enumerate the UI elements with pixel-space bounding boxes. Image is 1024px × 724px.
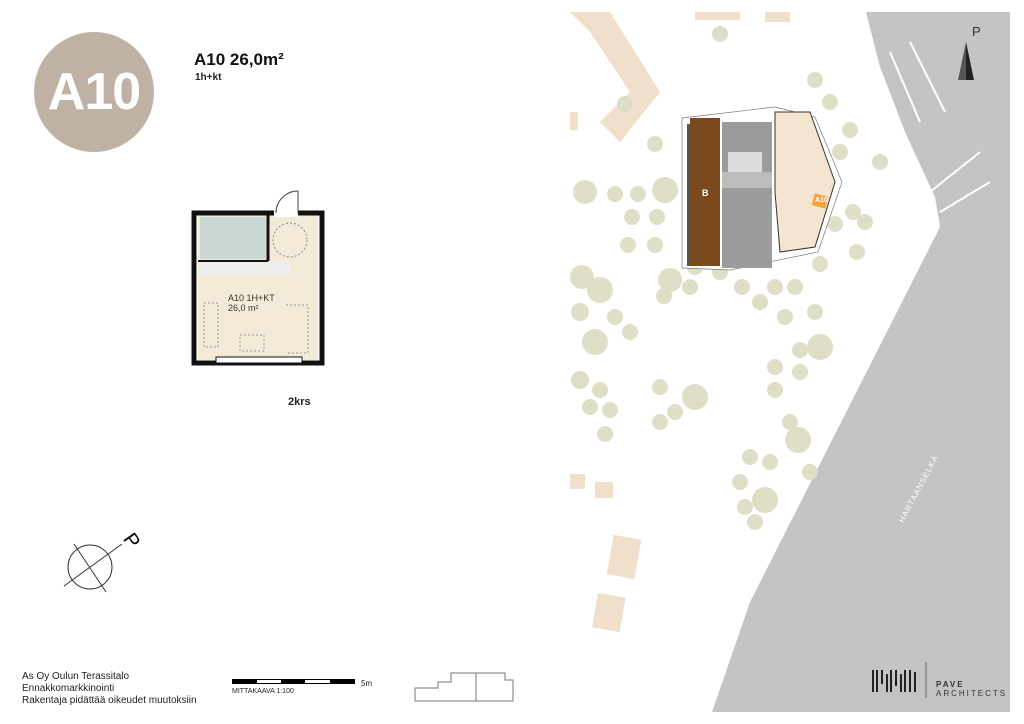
tree (807, 72, 823, 88)
tree (582, 329, 608, 355)
scale-label: MITTAKAAVA 1:100 (232, 688, 294, 695)
compass-north-label: P (118, 530, 144, 553)
apartment-a10-highlight (811, 193, 829, 209)
tree (857, 214, 873, 230)
tree (807, 304, 823, 320)
tree (842, 122, 858, 138)
scale-bar (232, 679, 355, 684)
tree (752, 487, 778, 513)
tree (712, 26, 728, 42)
plan-room-label: A10 1H+KT 26,0 m² (228, 293, 275, 313)
tree (792, 364, 808, 380)
apartment-title: A10 26,0m² (194, 50, 284, 69)
tree (787, 279, 803, 295)
tree (734, 279, 750, 295)
tree (602, 402, 618, 418)
tree (630, 186, 646, 202)
tree (682, 279, 698, 295)
site-map: P (570, 12, 1010, 712)
roads (570, 12, 790, 633)
tree (785, 427, 811, 453)
project-info: As Oy Oulun Terassitalo Ennakkomarkkinoi… (22, 671, 197, 707)
tree (656, 288, 672, 304)
tree (652, 177, 678, 203)
pave-logo-icon (872, 662, 927, 698)
tree (571, 371, 589, 389)
tree (570, 265, 594, 289)
room-name: A10 1H+KT (228, 293, 275, 303)
floor-label: 2krs (288, 396, 311, 408)
logo-sub: ARCHITECTS (936, 689, 1008, 698)
compass-icon: P (63, 530, 144, 593)
footer-line: Ennakkomarkkinointi (22, 683, 115, 694)
floor-indicator-diagram (414, 672, 514, 702)
tree (767, 279, 783, 295)
tree (802, 464, 818, 480)
tree (827, 216, 843, 232)
tree (607, 309, 623, 325)
piers (889, 41, 991, 213)
room-area: 26,0 m² (228, 303, 259, 313)
tree (652, 414, 668, 430)
building-b (690, 118, 720, 266)
floor-plan (191, 190, 325, 366)
tree (647, 136, 663, 152)
tree (737, 499, 753, 515)
tree (652, 379, 668, 395)
tree (597, 426, 613, 442)
tree (767, 382, 783, 398)
pave-logo-text: PAVE ARCHITECTS (936, 680, 1007, 698)
tree (845, 204, 861, 220)
tree (592, 382, 608, 398)
tree (571, 303, 589, 321)
tree (747, 514, 763, 530)
tree (622, 324, 638, 340)
tree (742, 449, 758, 465)
tree (573, 180, 597, 204)
footer-line: Rakentaja pidättää oikeudet muutoksiin (22, 695, 197, 706)
tree (792, 342, 808, 358)
site-building-label: B (702, 188, 709, 198)
tree (607, 186, 623, 202)
tree (658, 268, 682, 292)
tree (624, 209, 640, 225)
scale-length: 5m (361, 679, 373, 688)
tree (812, 256, 828, 272)
apartment-type: 1h+kt (195, 72, 222, 83)
tree (807, 334, 833, 360)
tree (762, 454, 778, 470)
tree (832, 144, 848, 160)
footer-line: As Oy Oulun Terassitalo (22, 671, 130, 682)
tree (617, 96, 633, 112)
tree (620, 237, 636, 253)
tree (849, 244, 865, 260)
apartment-badge: A10 (34, 32, 154, 152)
site-north-arrow (958, 42, 974, 80)
site-north-label: P (972, 24, 981, 39)
site-apartment-label: A10 (815, 197, 828, 204)
tree (647, 237, 663, 253)
tree (582, 399, 598, 415)
tree (872, 154, 888, 170)
logo-name: PAVE (936, 680, 965, 689)
tree (667, 404, 683, 420)
tree (822, 94, 838, 110)
tree (782, 414, 798, 430)
tree (682, 384, 708, 410)
tree (649, 209, 665, 225)
tree (732, 474, 748, 490)
tree (587, 277, 613, 303)
trees (570, 26, 888, 530)
tree (752, 294, 768, 310)
tree (777, 309, 793, 325)
tree (767, 359, 783, 375)
